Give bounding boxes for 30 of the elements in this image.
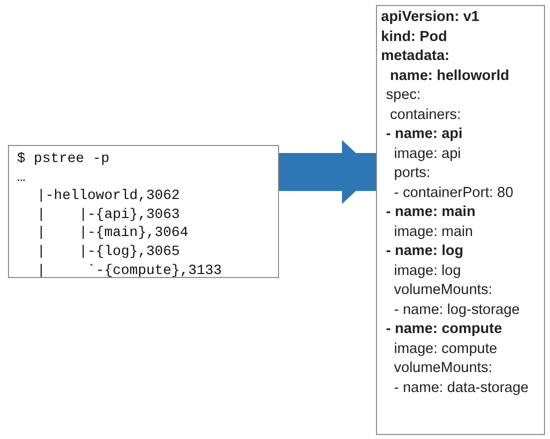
code-line: $ pstree -p <box>17 150 110 168</box>
code-line: … <box>17 168 26 187</box>
block-arrow <box>279 140 376 204</box>
config-line: image: main <box>394 222 473 242</box>
config-line: ports: <box>394 164 430 183</box>
config-line: image: api <box>394 144 461 164</box>
config-line: - name: log <box>386 242 464 261</box>
config-line: - containerPort: 80 <box>394 184 514 202</box>
config-line: containers: <box>390 106 461 124</box>
config-line: kind: Pod <box>381 28 448 46</box>
config-line: - name: api <box>386 125 463 144</box>
config-line: image: compute <box>394 340 498 358</box>
code-line: |-helloworld,3062 <box>37 187 180 206</box>
config-line: - name: log-storage <box>394 300 520 320</box>
config-line: metadata: <box>381 47 450 66</box>
config-line: spec: <box>386 86 421 105</box>
config-line: name: helloworld <box>390 66 510 86</box>
config-line: volumeMounts: <box>394 359 492 378</box>
terminal-output-box <box>8 145 279 278</box>
code-line: | |-{log},3065 <box>37 243 180 261</box>
code-line: | |-{main},3064 <box>37 224 188 242</box>
code-line: | |-{api},3063 <box>37 206 180 224</box>
code-line: | `-{compute},3133 <box>37 262 222 280</box>
config-line: volumeMounts: <box>394 281 492 300</box>
config-line: - name: main <box>386 203 476 222</box>
config-line: - name: compute <box>386 320 502 339</box>
config-line: image: log <box>394 262 461 280</box>
config-line: apiVersion: v1 <box>381 8 480 27</box>
config-line: - name: data-storage <box>394 378 529 398</box>
config-file-box <box>376 5 545 435</box>
